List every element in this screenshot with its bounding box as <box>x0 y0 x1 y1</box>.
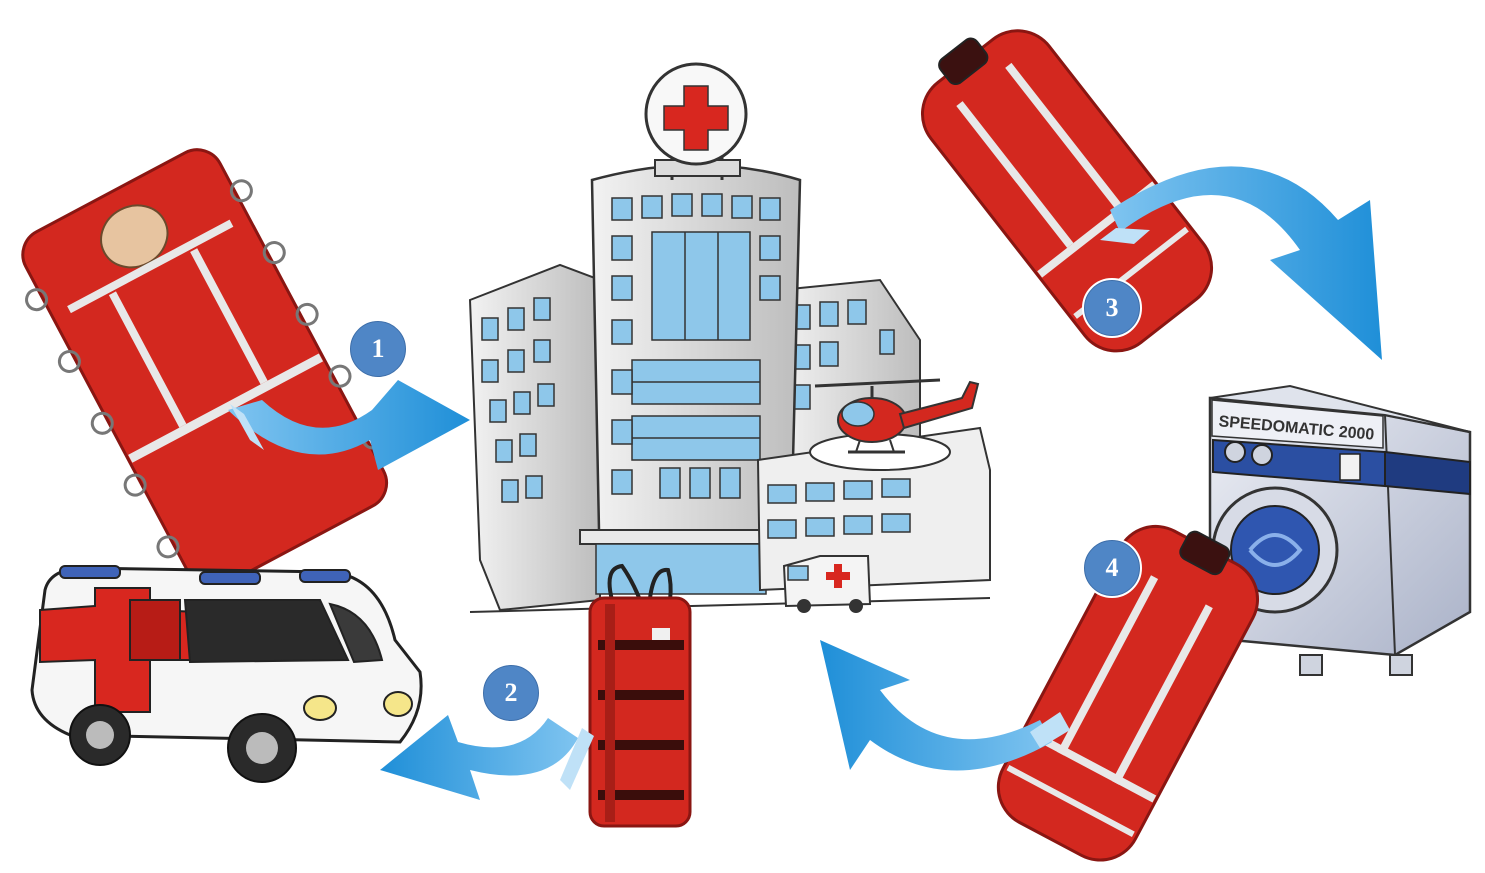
rescue-bag-flat-icon <box>0 133 410 604</box>
ambulance-icon <box>784 556 870 613</box>
hospital-building-icon <box>470 64 990 612</box>
rescue-bag-rolled-icon <box>590 566 690 826</box>
step-badge-3: 3 <box>1082 278 1142 338</box>
cycle-arrow-icon <box>820 640 1070 771</box>
step-badge-2: 2 <box>481 663 541 723</box>
ambulance-van-icon <box>32 566 421 782</box>
step-badge-1: 1 <box>348 319 408 379</box>
washing-machine-icon: SPEEDOMATIC 2000 <box>1210 386 1470 675</box>
step-badge-4: 4 <box>1082 538 1142 598</box>
cycle-arrow-icon <box>380 715 594 800</box>
